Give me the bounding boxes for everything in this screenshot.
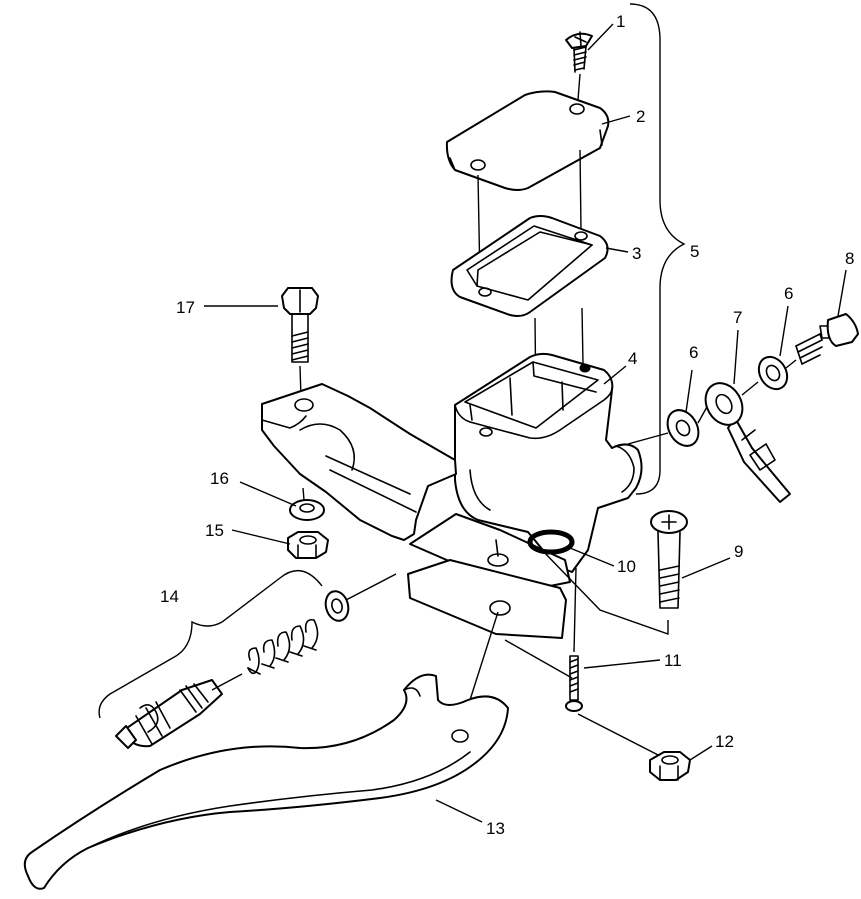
o-ring-part <box>527 529 575 555</box>
callout-7: 7 <box>733 308 742 327</box>
cover-screw-part <box>565 31 593 101</box>
callout-16: 16 <box>210 469 229 488</box>
callout-12: 12 <box>715 732 734 751</box>
washer-part-left <box>666 409 700 447</box>
callout-6a: 6 <box>689 343 698 362</box>
callout-labels: 1 2 3 4 5 6 6 7 8 9 10 11 12 13 14 15 16… <box>160 12 854 838</box>
handlebar-clamp-part <box>261 383 457 541</box>
pivot-nut-part <box>649 751 691 781</box>
clamp-washer-part <box>289 499 325 521</box>
callout-5: 5 <box>690 242 699 261</box>
callout-14: 14 <box>160 587 179 606</box>
callout-11: 11 <box>664 651 682 670</box>
callout-13: 13 <box>486 819 505 838</box>
callout-4: 4 <box>628 349 637 368</box>
diaphragm-gasket-part <box>450 215 609 317</box>
banjo-fitting-part <box>704 382 791 503</box>
callout-8: 8 <box>845 249 854 268</box>
pivot-bolt-part <box>650 510 688 609</box>
reservoir-cover-part <box>445 90 610 191</box>
clamp-bolt-part <box>281 287 319 363</box>
lever-pivot-bracket-part <box>407 513 571 639</box>
piston-kit-bracket-14 <box>98 569 323 719</box>
callout-15: 15 <box>205 521 224 540</box>
brake-lever-part <box>23 673 509 890</box>
assembly-bracket-5 <box>629 3 686 495</box>
callout-3: 3 <box>632 244 641 263</box>
banjo-bolt-part <box>795 313 859 365</box>
washer-part-right <box>757 355 789 391</box>
callout-leaders <box>204 23 847 761</box>
piston-kit-part <box>115 590 350 749</box>
callout-10: 10 <box>617 557 636 576</box>
callout-17: 17 <box>176 298 195 317</box>
clamp-nut-part <box>287 531 329 559</box>
pivot-pin-part <box>565 655 583 712</box>
callout-2: 2 <box>636 107 645 126</box>
callout-9: 9 <box>734 542 743 561</box>
callout-1: 1 <box>616 12 625 31</box>
master-cylinder-body-part <box>454 352 643 573</box>
callout-6b: 6 <box>784 284 793 303</box>
